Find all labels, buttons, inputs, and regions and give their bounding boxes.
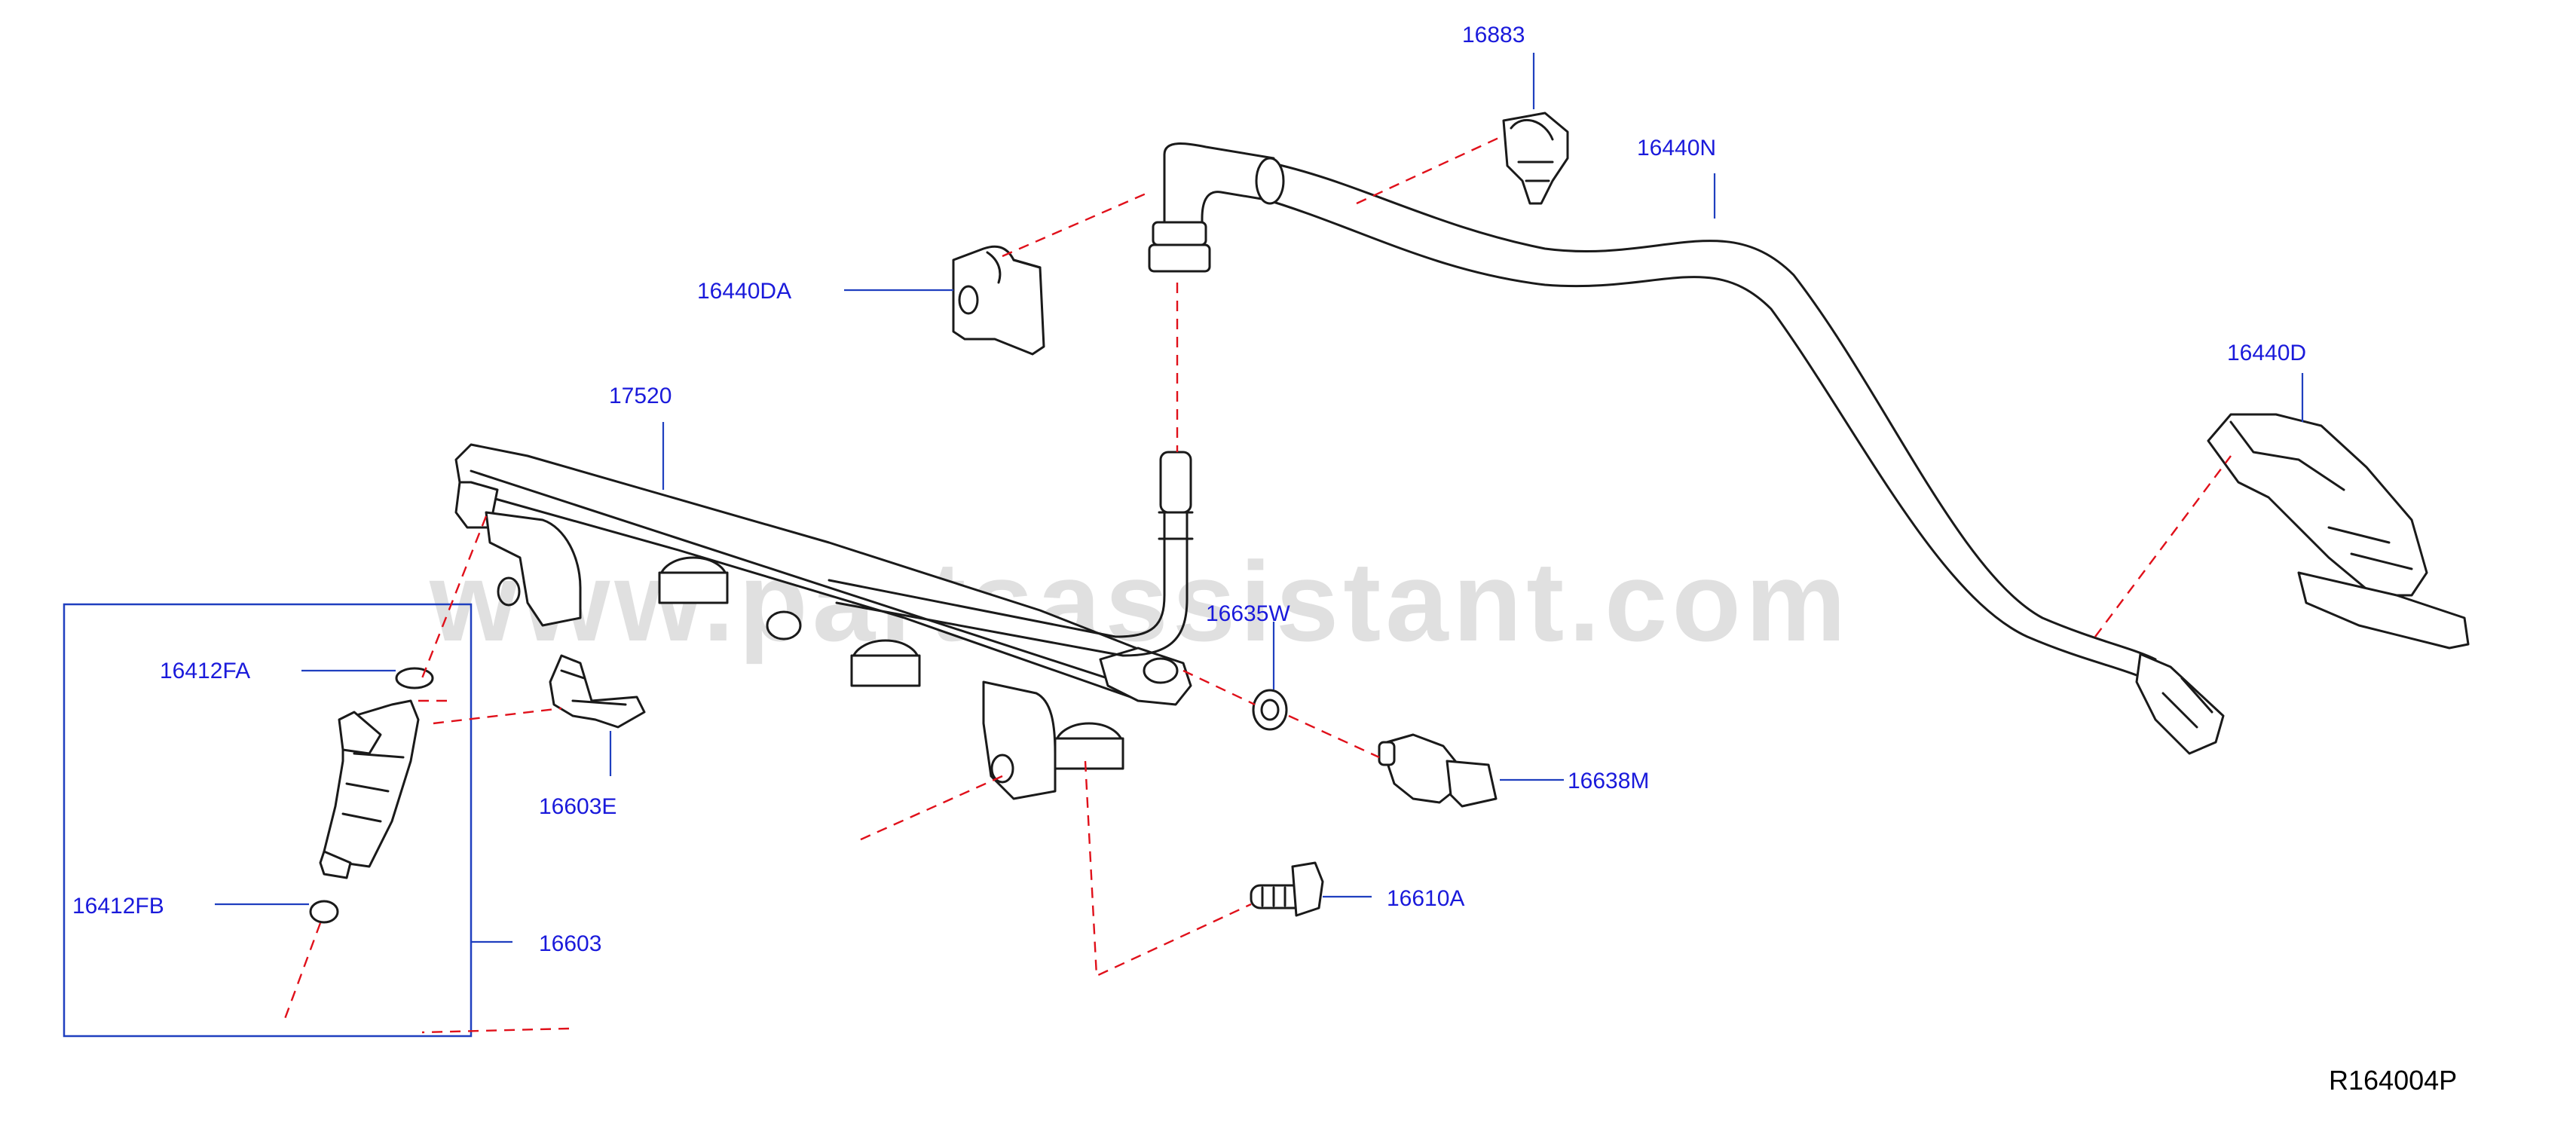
spacer-16603E[interactable] (549, 654, 646, 729)
fuel-rail-17520[interactable] (454, 443, 1194, 800)
label-16883: 16883 (1462, 23, 1525, 47)
washer-16635W[interactable] (1252, 689, 1288, 731)
label-16635W: 16635W (1206, 601, 1290, 626)
label-16603: 16603 (539, 931, 601, 956)
label-16610A: 16610A (1387, 886, 1464, 911)
o-ring-16412FB[interactable] (309, 900, 339, 924)
assembly-lines (281, 134, 2232, 1034)
clamp-16440DA[interactable] (952, 245, 1045, 356)
o-ring-16412FA[interactable] (395, 667, 434, 689)
label-17520: 17520 (609, 384, 672, 408)
bolt-16610A[interactable] (1250, 861, 1324, 917)
pressure-sensor-16638M[interactable] (1378, 733, 1498, 808)
label-16412FA: 16412FA (160, 659, 250, 683)
quick-connector-16440D[interactable] (2207, 413, 2470, 650)
leader-lines (215, 53, 2304, 943)
injector-assembly-box (63, 603, 473, 1038)
label-16638M: 16638M (1568, 769, 1649, 793)
label-16603E: 16603E (539, 794, 616, 819)
diagram-code: R164004P (2329, 1065, 2457, 1096)
label-16440N: 16440N (1637, 136, 1716, 161)
label-16440DA: 16440DA (697, 279, 791, 304)
washer-hole (1260, 699, 1280, 721)
fuel-injector[interactable] (319, 699, 420, 879)
label-16412FB: 16412FB (72, 894, 164, 919)
clip-16883[interactable] (1502, 112, 1569, 205)
hose-elbow-connector[interactable] (1148, 142, 1285, 273)
watermark: www.partsassistant.com (429, 538, 1850, 665)
fuel-hose-16440N[interactable] (1193, 148, 2225, 755)
label-16440D: 16440D (2227, 341, 2306, 365)
